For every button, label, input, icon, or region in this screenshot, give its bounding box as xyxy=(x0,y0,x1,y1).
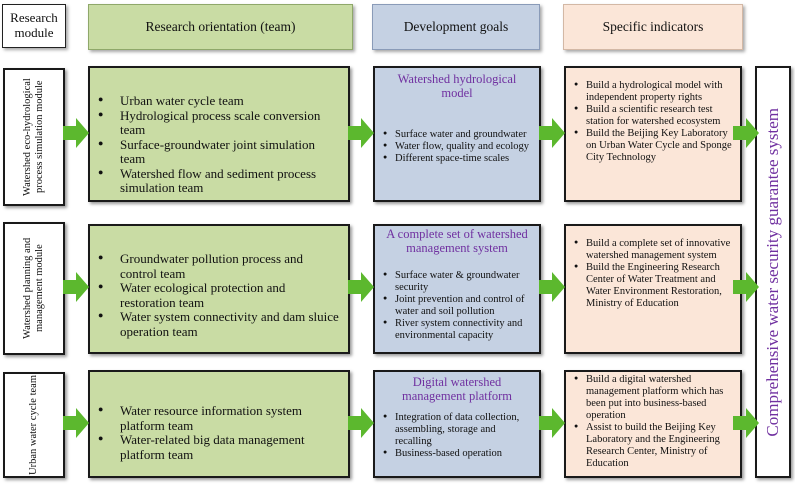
module-row-1: Watershed eco-hydrological process simul… xyxy=(3,68,65,206)
goal-item: Water flow, quality and ecology xyxy=(381,141,533,153)
team-item: Water system connectivity and dam sluice… xyxy=(94,309,342,339)
arrow-right-icon xyxy=(348,118,374,148)
arrow-right-icon xyxy=(539,408,565,438)
arrow-right-icon xyxy=(63,118,89,148)
indicators-row-2: Build a complete set of innovative water… xyxy=(564,224,742,354)
arrow-right-icon xyxy=(539,118,565,148)
indicator-item: Build a complete set of innovative water… xyxy=(572,238,734,262)
indicator-item: Build the Engineering Research Center of… xyxy=(572,262,734,310)
arrow-right-icon xyxy=(733,118,759,148)
indicator-item: Build a hydrological model with independ… xyxy=(572,80,734,104)
goal-item: Different space-time scales xyxy=(381,153,533,165)
teams-row-3: Water resource information system platfo… xyxy=(88,370,350,478)
indicator-item: Assist to build the Beijing Key Laborato… xyxy=(572,422,734,470)
arrow-right-icon xyxy=(63,272,89,302)
goals-row-1: Watershed hydrological model Surface wat… xyxy=(373,66,541,202)
arrow-right-icon xyxy=(63,408,89,438)
arrow-right-icon xyxy=(348,272,374,302)
teams-row-1: Urban water cycle team Hydrological proc… xyxy=(88,66,350,202)
arrow-right-icon xyxy=(733,272,759,302)
goal-title: A complete set of watershed management s… xyxy=(386,227,528,255)
header-development-goals: Development goals xyxy=(372,4,540,50)
arrow-right-icon xyxy=(733,408,759,438)
goal-item: Integration of data collection, assembli… xyxy=(381,412,533,448)
final-system-box: Comprehensive water security guarantee s… xyxy=(755,66,791,478)
team-item: Watershed flow and sediment process simu… xyxy=(94,166,342,196)
header-research-module: Research module xyxy=(2,4,66,48)
module-row-3: Urban water cycle team xyxy=(3,372,65,478)
header-specific-indicators: Specific indicators xyxy=(563,4,743,50)
goal-item: River system connectivity and environmen… xyxy=(381,318,533,342)
goal-item: Surface water and groundwater xyxy=(381,129,533,141)
team-item: Water ecological protection and restorat… xyxy=(94,280,342,310)
goal-title: Digital watershed management platform xyxy=(401,375,513,403)
header-research-orientation: Research orientation (team) xyxy=(88,4,353,50)
team-item: Water resource information system platfo… xyxy=(94,403,342,433)
indicator-item: Build a digital watershed management pla… xyxy=(572,374,734,422)
goals-row-2: A complete set of watershed management s… xyxy=(373,224,541,354)
indicator-item: Build the Beijing Key Laboratory on Urba… xyxy=(572,128,734,164)
goal-title: Watershed hydrological model xyxy=(397,72,517,100)
team-item: Hydrological process scale conversion te… xyxy=(94,108,342,138)
indicator-item: Build a scientific research test station… xyxy=(572,104,734,128)
arrow-right-icon xyxy=(348,408,374,438)
goal-item: Surface water & groundwater security xyxy=(381,270,533,294)
module-row-2: Watershed planning and management module xyxy=(3,222,65,355)
teams-row-2: Groundwater pollution process and contro… xyxy=(88,224,350,354)
goal-item: Joint prevention and control of water an… xyxy=(381,294,533,318)
arrow-right-icon xyxy=(539,272,565,302)
team-item: Urban water cycle team xyxy=(94,93,342,109)
goals-row-3: Digital watershed management platform In… xyxy=(373,370,541,478)
team-item: Water-related big data management platfo… xyxy=(94,432,342,462)
indicators-row-1: Build a hydrological model with independ… xyxy=(564,66,742,202)
team-item: Groundwater pollution process and contro… xyxy=(94,251,342,281)
goal-item: Business-based operation xyxy=(381,448,533,460)
team-item: Surface-groundwater joint simulation tea… xyxy=(94,137,342,167)
indicators-row-3: Build a digital watershed management pla… xyxy=(564,370,742,478)
